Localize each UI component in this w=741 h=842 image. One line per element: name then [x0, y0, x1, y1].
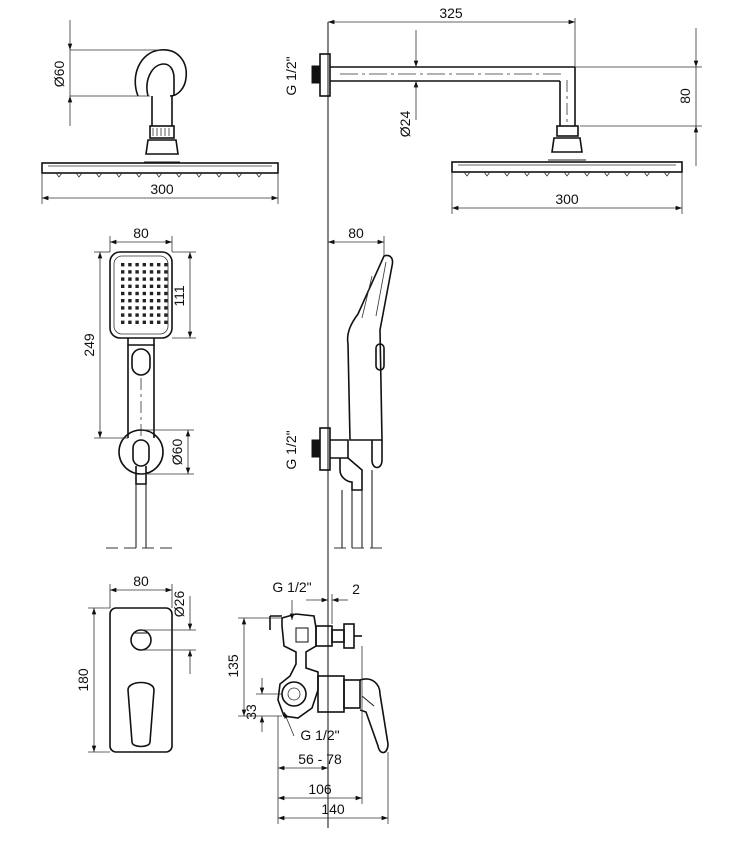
handshower-front-view: 80 111 249 Ø60 [81, 225, 196, 549]
head-shower-front-view: Ø60 300 [41, 20, 279, 204]
nozzle [164, 306, 168, 310]
nozzle [149, 284, 154, 288]
head-diameter-label: Ø60 [51, 61, 67, 88]
nozzle [128, 306, 132, 310]
handshower-width-front-label: 80 [133, 225, 149, 241]
nozzle [135, 284, 139, 288]
nozzle [164, 277, 168, 281]
nozzle [157, 284, 161, 288]
nozzle [149, 291, 154, 296]
nozzle [157, 313, 161, 317]
nozzle [128, 277, 132, 281]
holder-diameter-label: Ø60 [169, 439, 185, 466]
nozzle [121, 270, 125, 274]
depth-total-label: 140 [321, 801, 345, 817]
arm-diameter-label: Ø24 [397, 111, 413, 138]
nozzle [142, 306, 146, 310]
nozzle [121, 263, 125, 267]
nozzle [121, 320, 125, 324]
nozzle [157, 306, 161, 310]
nozzle [135, 263, 139, 267]
nozzle [128, 270, 132, 274]
nozzle [142, 313, 146, 317]
handshower-nozzle-grid [121, 263, 168, 324]
nozzle [157, 320, 161, 324]
nozzle [164, 270, 168, 274]
mixer-side-section: G 1/2" 2 135 33 G 1/2" 56 - 78 106 140 [225, 579, 389, 824]
knob-diameter-label: Ø26 [171, 591, 187, 618]
handshower-face-height-label: 111 [171, 285, 187, 306]
nozzle [121, 277, 125, 281]
nozzle [164, 299, 168, 303]
nozzle [157, 263, 161, 267]
depth-range-label: 56 - 78 [298, 751, 342, 767]
nozzle [142, 277, 146, 281]
nozzle [157, 270, 161, 274]
nozzle [142, 320, 146, 324]
arm-drop-label: 80 [677, 88, 693, 104]
nozzle [142, 291, 146, 296]
nozzle [142, 284, 146, 288]
nozzle [121, 284, 125, 288]
handshower-side-view: 80 G 1/2" [283, 225, 394, 549]
nozzle [142, 270, 146, 274]
nozzle [135, 291, 139, 296]
nozzle [128, 313, 132, 317]
wall-gap-label: 2 [352, 581, 360, 597]
nozzle [164, 291, 168, 296]
nozzle [142, 263, 146, 267]
nozzle [121, 291, 125, 296]
nozzle [149, 313, 154, 317]
nozzle [164, 320, 168, 324]
head-width-side-label: 300 [555, 191, 579, 207]
arm-length-label: 325 [439, 5, 463, 21]
nozzle [135, 313, 139, 317]
nozzle [149, 299, 154, 303]
nozzle [149, 263, 154, 267]
nozzle [121, 299, 125, 303]
nozzle [164, 313, 168, 317]
nozzle [135, 320, 139, 324]
handshower-length-label: 249 [81, 333, 97, 357]
nozzle [121, 313, 125, 317]
nozzle [135, 299, 139, 303]
mixer-thread-top-label: G 1/2" [272, 579, 311, 595]
nozzle [142, 299, 146, 303]
head-width-top-label: 300 [150, 181, 174, 197]
nozzle [128, 299, 132, 303]
head-shower-side-view: 325 G 1/2" Ø24 80 300 [283, 5, 702, 214]
head-nozzles-front [55, 172, 263, 178]
nozzle [135, 306, 139, 310]
handshower-width-side-label: 80 [348, 225, 364, 241]
nozzle [121, 306, 125, 310]
nozzle [164, 263, 168, 267]
nozzle [164, 284, 168, 288]
nozzle [149, 306, 154, 310]
nozzle [157, 277, 161, 281]
holder-thread-label: G 1/2" [283, 430, 299, 469]
plate-height-label: 180 [75, 668, 91, 692]
nozzle [149, 277, 154, 281]
mixer-faceplate-front: 80 Ø26 180 [75, 573, 196, 753]
nozzle [128, 284, 132, 288]
nozzle [128, 263, 132, 267]
nozzle [157, 291, 161, 296]
nozzle [128, 320, 132, 324]
arm-thread-label: G 1/2" [283, 56, 299, 95]
nozzle [149, 270, 154, 274]
nozzle [128, 291, 132, 296]
nozzle [157, 299, 161, 303]
nozzle [135, 277, 139, 281]
plate-width-label: 80 [133, 573, 149, 589]
nozzle [149, 320, 154, 324]
mixer-thread-bottom-label: G 1/2" [300, 727, 339, 743]
mixer-height-label: 135 [225, 654, 241, 678]
depth-body-label: 106 [308, 781, 332, 797]
nozzle [135, 270, 139, 274]
mixer-bottom-label: 33 [243, 704, 259, 720]
